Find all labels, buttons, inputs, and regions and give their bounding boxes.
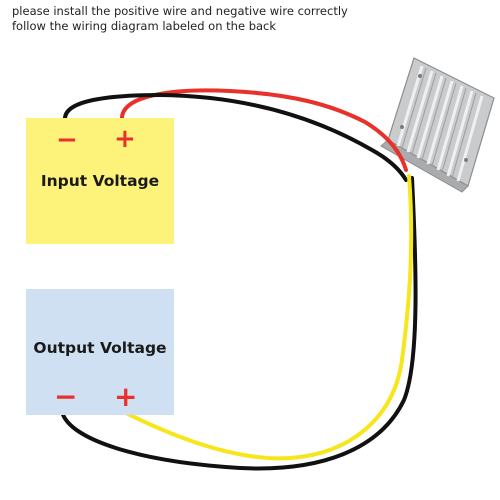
input-negative-sign: − — [56, 125, 78, 155]
output-negative-sign: − — [54, 380, 78, 413]
input-voltage-label: Input Voltage — [40, 172, 160, 190]
instruction-line-2: follow the wiring diagram labeled on the… — [12, 19, 277, 33]
input-negative-wire — [63, 92, 408, 182]
input-voltage-box: − + Input Voltage — [26, 118, 174, 244]
converter-module — [380, 57, 495, 193]
output-negative-wire — [60, 176, 418, 471]
output-positive-sign: + — [114, 380, 138, 413]
instructions-text: please install the positive wire and neg… — [12, 4, 348, 34]
output-voltage-box: Output Voltage − + — [26, 289, 174, 415]
input-positive-sign: + — [114, 124, 136, 154]
instruction-line-1: please install the positive wire and neg… — [12, 4, 348, 18]
output-positive-wire — [122, 174, 414, 461]
output-voltage-label: Output Voltage — [33, 339, 167, 357]
